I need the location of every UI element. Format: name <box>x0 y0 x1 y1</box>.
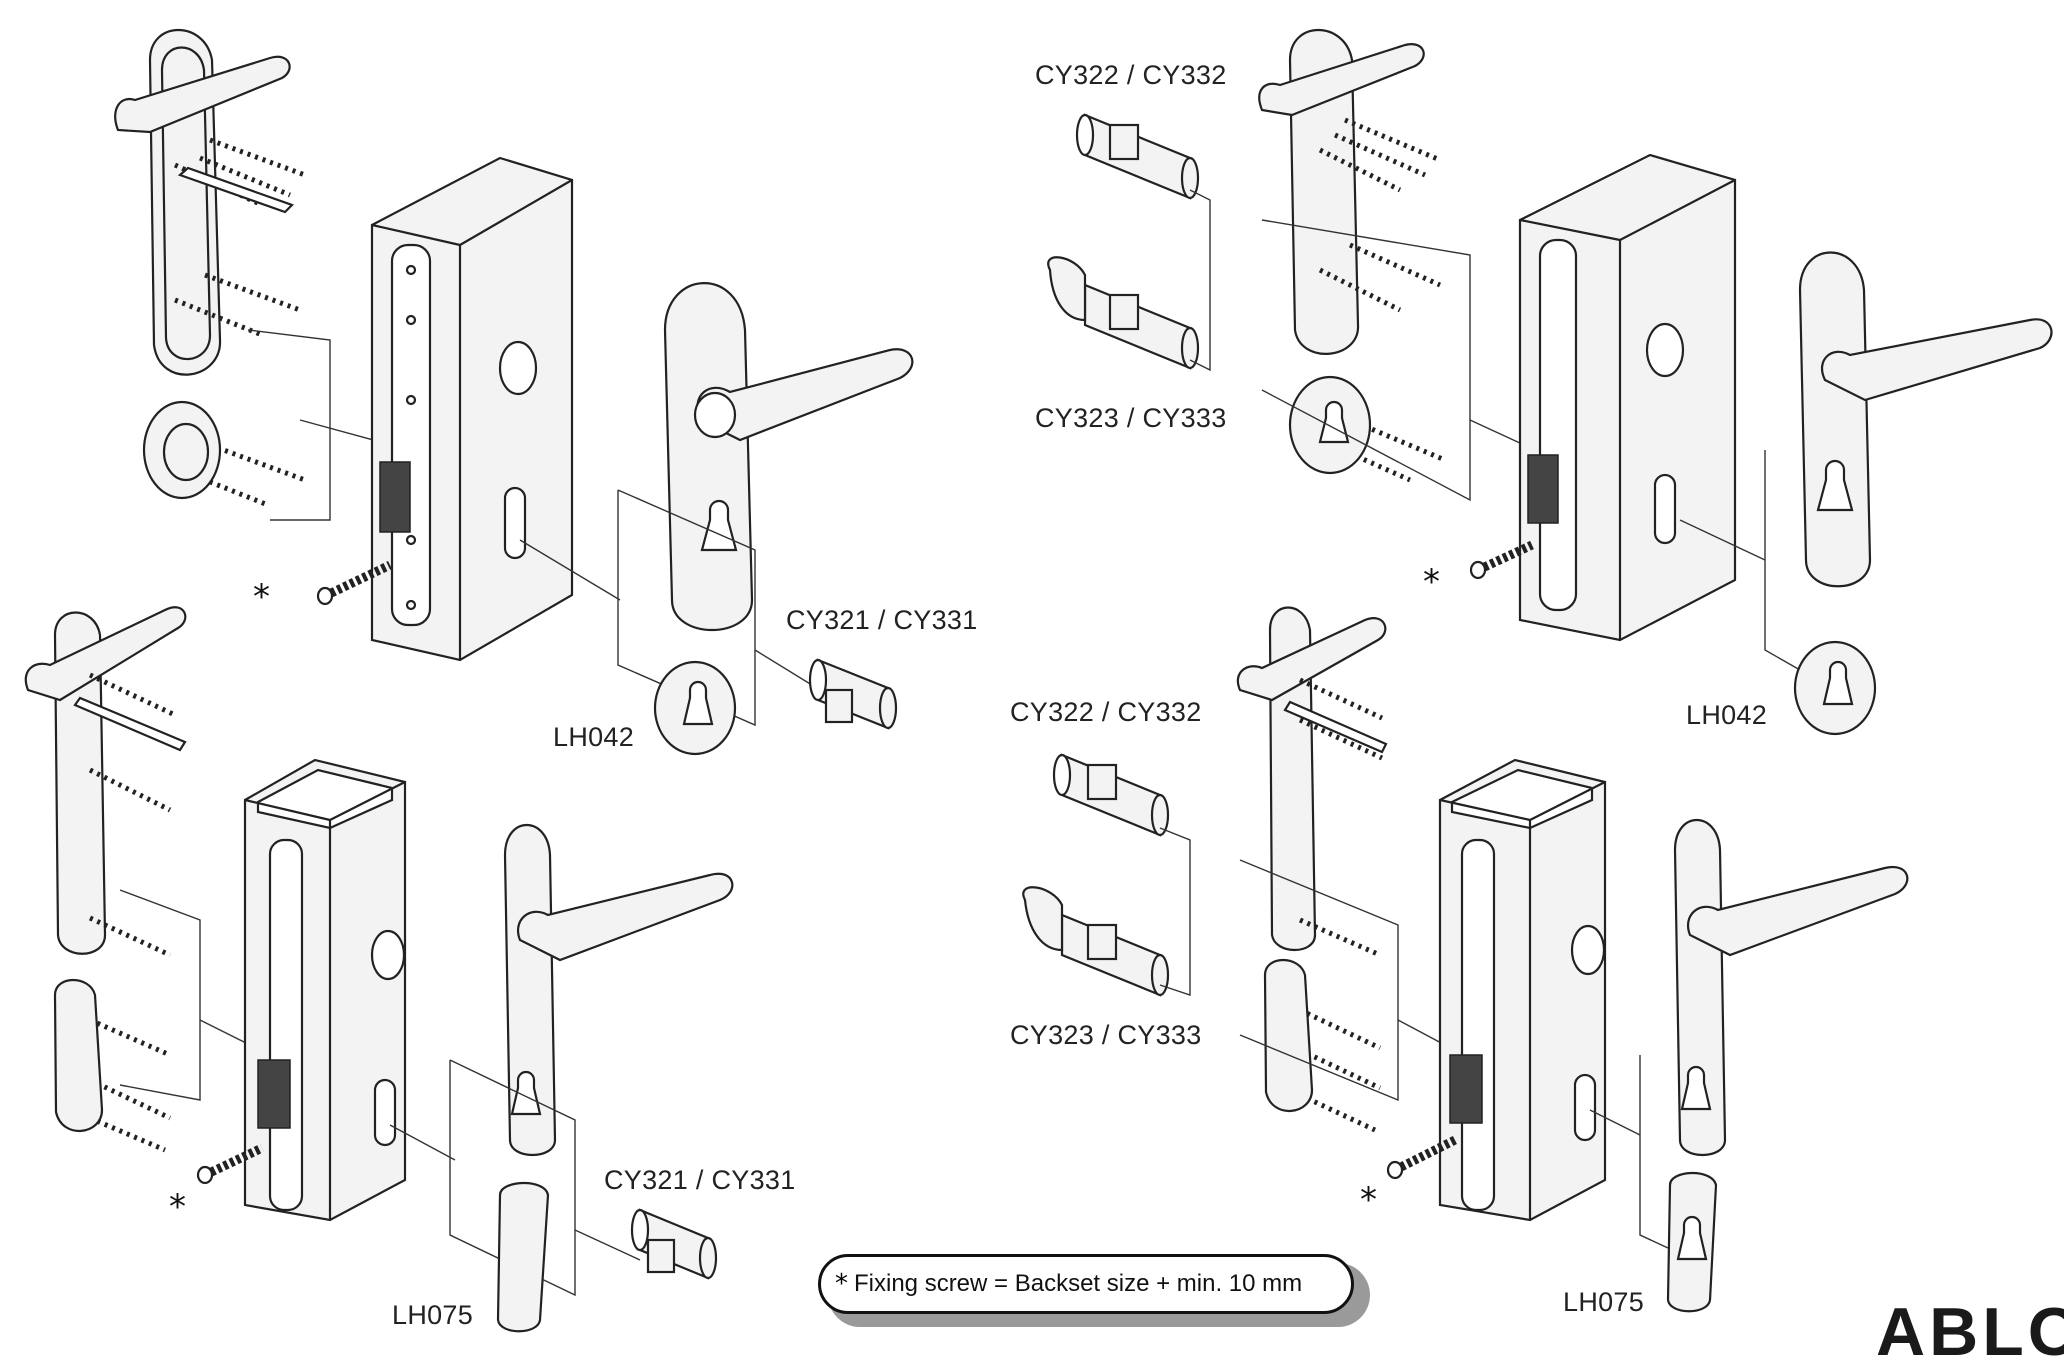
back-lever-tl <box>114 55 291 134</box>
back-lever-tr <box>1258 43 1425 117</box>
assembly-top-left <box>114 28 914 756</box>
label-lh042-right: LH042 <box>1686 700 1768 730</box>
brand-logo: ABLOY <box>1876 1294 2064 1370</box>
front-plate-tl <box>663 282 754 631</box>
lockcase-faceplate-bl <box>268 838 304 1212</box>
label-lh075-right: LH075 <box>1563 1287 1645 1317</box>
note-text: Fixing screw = Backset size + min. 10 mm <box>854 1270 1303 1297</box>
escutcheon-lh075-left <box>496 1181 550 1333</box>
assembly-bottom-right <box>1022 606 1909 1313</box>
assembly-top-right <box>1047 28 2053 736</box>
label-lh075-left: LH075 <box>392 1300 474 1330</box>
front-lever-tr <box>1820 318 2053 402</box>
front-lever-tl <box>696 348 914 442</box>
cylinder-hole-bl <box>373 1078 397 1147</box>
asterisk-marker-br: * <box>1360 1180 1377 1220</box>
label-cy322-cy332-bottom: CY322 / CY332 <box>1010 697 1202 727</box>
escutcheon-br <box>1263 959 1314 1112</box>
spindle-hole-tr <box>1645 322 1685 378</box>
exploded-view-drawing <box>24 28 2053 1333</box>
cylinder-cy322-tr <box>1075 113 1200 200</box>
front-plate-bl <box>503 823 557 1157</box>
cylinder-hole-tr <box>1653 473 1677 545</box>
assembly-bottom-left <box>24 606 734 1333</box>
cylinder-cy322-br <box>1052 753 1170 837</box>
cylinder-cy323-tr <box>1047 256 1200 370</box>
asterisk-marker-tl: * <box>253 577 270 617</box>
back-plate-tr <box>1288 28 1360 355</box>
label-cy323-cy333-bottom: CY323 / CY333 <box>1010 1020 1202 1050</box>
front-plate-tr <box>1798 251 1872 588</box>
spindle-hole-bl <box>370 929 406 981</box>
front-lever-bl <box>517 872 734 962</box>
escutcheon-bl <box>53 979 104 1132</box>
threaded-rods-bl <box>88 672 177 1153</box>
threaded-rods-br <box>1298 677 1384 1133</box>
cylinder-cy321-bl <box>630 1208 718 1280</box>
cylinder-cy321-tl <box>808 658 898 730</box>
front-lever-br <box>1687 865 1909 957</box>
lockcase-faceplate-tr <box>1538 238 1578 612</box>
label-cy321-cy331-bottom: CY321 / CY331 <box>604 1165 796 1195</box>
back-plate-bl <box>53 611 107 955</box>
spindle-hole-tl <box>498 340 538 396</box>
asterisk-marker-bl: * <box>169 1187 186 1227</box>
lockcase-faceplate-tl <box>390 243 432 627</box>
label-cy323-cy333-top: CY323 / CY333 <box>1035 403 1227 433</box>
lockcase-faceplate-br <box>1460 838 1496 1212</box>
back-lever-br <box>1236 617 1387 702</box>
note-asterisk: * <box>835 1269 848 1299</box>
cylinder-hole-br <box>1573 1073 1597 1142</box>
diagram-stage: CY321 / CY331 CY321 / CY331 CY322 / CY33… <box>24 28 2064 1366</box>
cylinder-cy323-br <box>1022 886 1170 997</box>
back-lever-bl <box>24 606 187 702</box>
fixing-screw-note: * Fixing screw = Backset size + min. 10 … <box>818 1254 1354 1314</box>
asterisk-marker-tr: * <box>1423 562 1440 602</box>
cylinder-hole-tl <box>503 486 527 560</box>
label-cy322-cy332-top: CY322 / CY332 <box>1035 60 1227 90</box>
label-lh042-left: LH042 <box>553 722 635 752</box>
front-plate-br <box>1673 818 1727 1157</box>
spindle-hole-br <box>1570 924 1606 976</box>
label-cy321-cy331-top: CY321 / CY331 <box>786 605 978 635</box>
threaded-rods-tl <box>173 137 306 508</box>
